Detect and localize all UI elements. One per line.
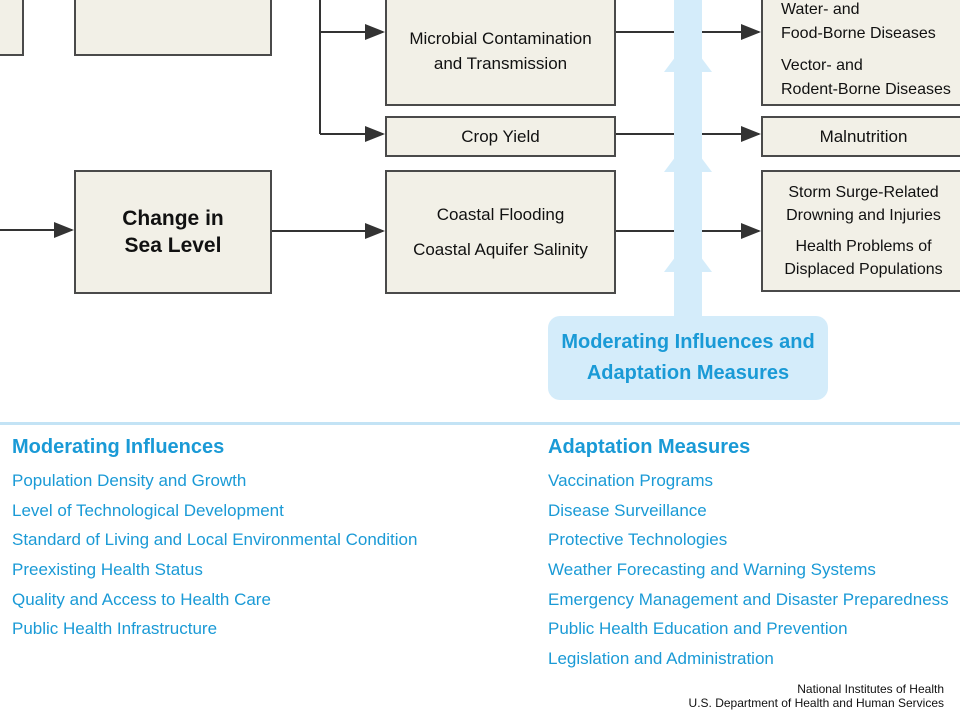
displaced-line-1: Health Problems of bbox=[795, 238, 932, 255]
water-food-line-2: Food-Borne Diseases bbox=[781, 25, 936, 42]
storm-displaced-box: Storm Surge-Related Drowning and Injurie… bbox=[761, 170, 960, 292]
sea-level-line-2: Sea Level bbox=[124, 234, 222, 257]
storm-line-1: Storm Surge-Related bbox=[788, 184, 939, 201]
list-item: Public Health Education and Prevention bbox=[548, 619, 848, 639]
moderating-influences-list: Moderating Influences Population Density… bbox=[12, 436, 417, 644]
list-item: Disease Surveillance bbox=[548, 500, 707, 520]
section-divider bbox=[0, 422, 960, 425]
coastal-box: Coastal Flooding Coastal Aquifer Salinit… bbox=[385, 170, 616, 294]
microbial-line-1: Microbial Contamination bbox=[409, 29, 592, 48]
adaptation-measures-list: Adaptation Measures Vaccination Programs… bbox=[548, 436, 949, 674]
blue-arrowhead-3 bbox=[664, 240, 712, 272]
storm-line-2: Drowning and Injuries bbox=[786, 207, 941, 224]
moderating-influences-heading: Moderating Influences bbox=[12, 436, 225, 458]
list-item: Protective Technologies bbox=[548, 530, 728, 550]
blue-arrowhead-2 bbox=[664, 140, 712, 172]
top-left-partial-box bbox=[0, 0, 24, 56]
microbial-line-2: and Transmission bbox=[433, 54, 568, 73]
list-item: Level of Technological Development bbox=[12, 500, 284, 520]
list-item: Public Health Infrastructure bbox=[12, 619, 218, 639]
footer-line-2: U.S. Department of Health and Human Serv… bbox=[688, 696, 944, 710]
callout-line-2: Adaptation Measures bbox=[586, 362, 790, 384]
blue-arrowhead-1 bbox=[664, 40, 712, 72]
crop-yield-box: Crop Yield bbox=[385, 116, 616, 157]
microbial-contamination-box: Microbial Contamination and Transmission bbox=[385, 0, 616, 106]
list-item: Standard of Living and Local Environment… bbox=[12, 530, 418, 550]
list-item: Emergency Management and Disaster Prepar… bbox=[548, 589, 949, 609]
water-food-line-1: Water- and bbox=[781, 1, 860, 18]
change-in-sea-level-box: Change in Sea Level bbox=[74, 170, 272, 294]
list-item: Legislation and Administration bbox=[548, 649, 774, 669]
list-item: Preexisting Health Status bbox=[12, 560, 203, 580]
footer-credit: National Institutes of Health U.S. Depar… bbox=[689, 682, 944, 710]
sea-level-line-1: Change in bbox=[122, 207, 224, 230]
list-item: Population Density and Growth bbox=[12, 471, 247, 490]
malnutrition-box: Malnutrition bbox=[761, 116, 960, 157]
vector-rodent-line-1: Vector- and bbox=[781, 57, 863, 74]
moderating-influences-callout: Moderating Influences and Adaptation Mea… bbox=[548, 316, 828, 400]
list-item: Weather Forecasting and Warning Systems bbox=[548, 560, 876, 580]
displaced-line-2: Displaced Populations bbox=[784, 261, 943, 278]
coastal-line-1: Coastal Flooding bbox=[436, 205, 565, 224]
crop-yield-label: Crop Yield bbox=[461, 127, 540, 146]
list-item: Quality and Access to Health Care bbox=[12, 589, 271, 609]
footer-line-1: National Institutes of Health bbox=[797, 682, 944, 696]
malnutrition-label: Malnutrition bbox=[819, 127, 908, 146]
list-item: Vaccination Programs bbox=[548, 471, 714, 490]
adaptation-measures-heading: Adaptation Measures bbox=[548, 436, 751, 458]
callout-line-1: Moderating Influences and bbox=[561, 331, 815, 353]
vector-rodent-line-2: Rodent-Borne Diseases bbox=[781, 81, 951, 98]
water-vector-disease-box: Water- and Food-Borne Diseases Vector- a… bbox=[761, 0, 960, 106]
top-center-partial-box bbox=[74, 0, 272, 56]
coastal-line-2: Coastal Aquifer Salinity bbox=[413, 240, 588, 259]
